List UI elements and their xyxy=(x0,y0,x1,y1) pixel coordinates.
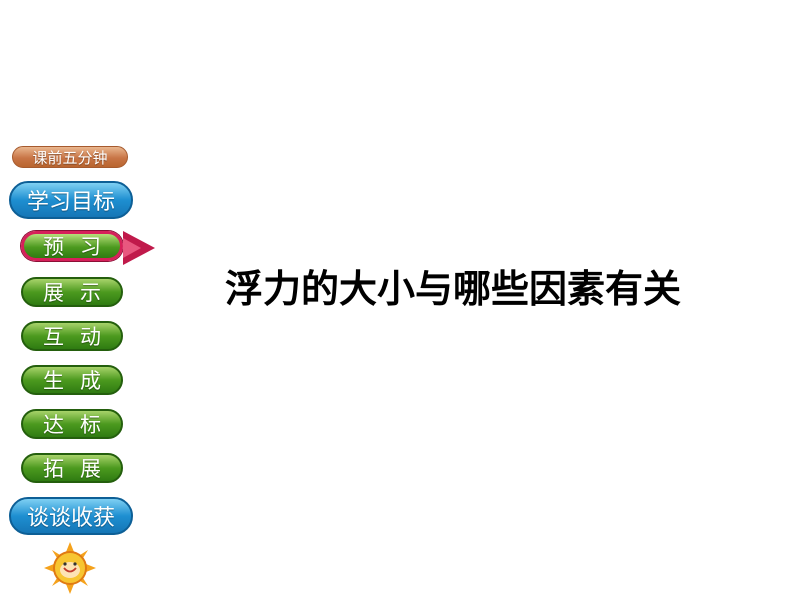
sidebar-item-preview[interactable]: 预习 xyxy=(21,231,123,261)
summary-button[interactable]: 谈谈收获 xyxy=(9,497,133,535)
learning-goals-button[interactable]: 学习目标 xyxy=(9,181,133,219)
sidebar-item-extend[interactable]: 拓展 xyxy=(21,453,123,483)
page-title: 浮力的大小与哪些因素有关 xyxy=(225,267,682,311)
sidebar-item-interact[interactable]: 互动 xyxy=(21,321,123,351)
sidebar-item-generate[interactable]: 生成 xyxy=(21,365,123,395)
active-arrow-highlight xyxy=(123,238,141,258)
five-minute-button[interactable]: 课前五分钟 xyxy=(12,146,128,168)
sidebar-item-standard[interactable]: 达标 xyxy=(21,409,123,439)
sidebar-item-display[interactable]: 展示 xyxy=(21,277,123,307)
sun-icon[interactable] xyxy=(44,542,96,594)
